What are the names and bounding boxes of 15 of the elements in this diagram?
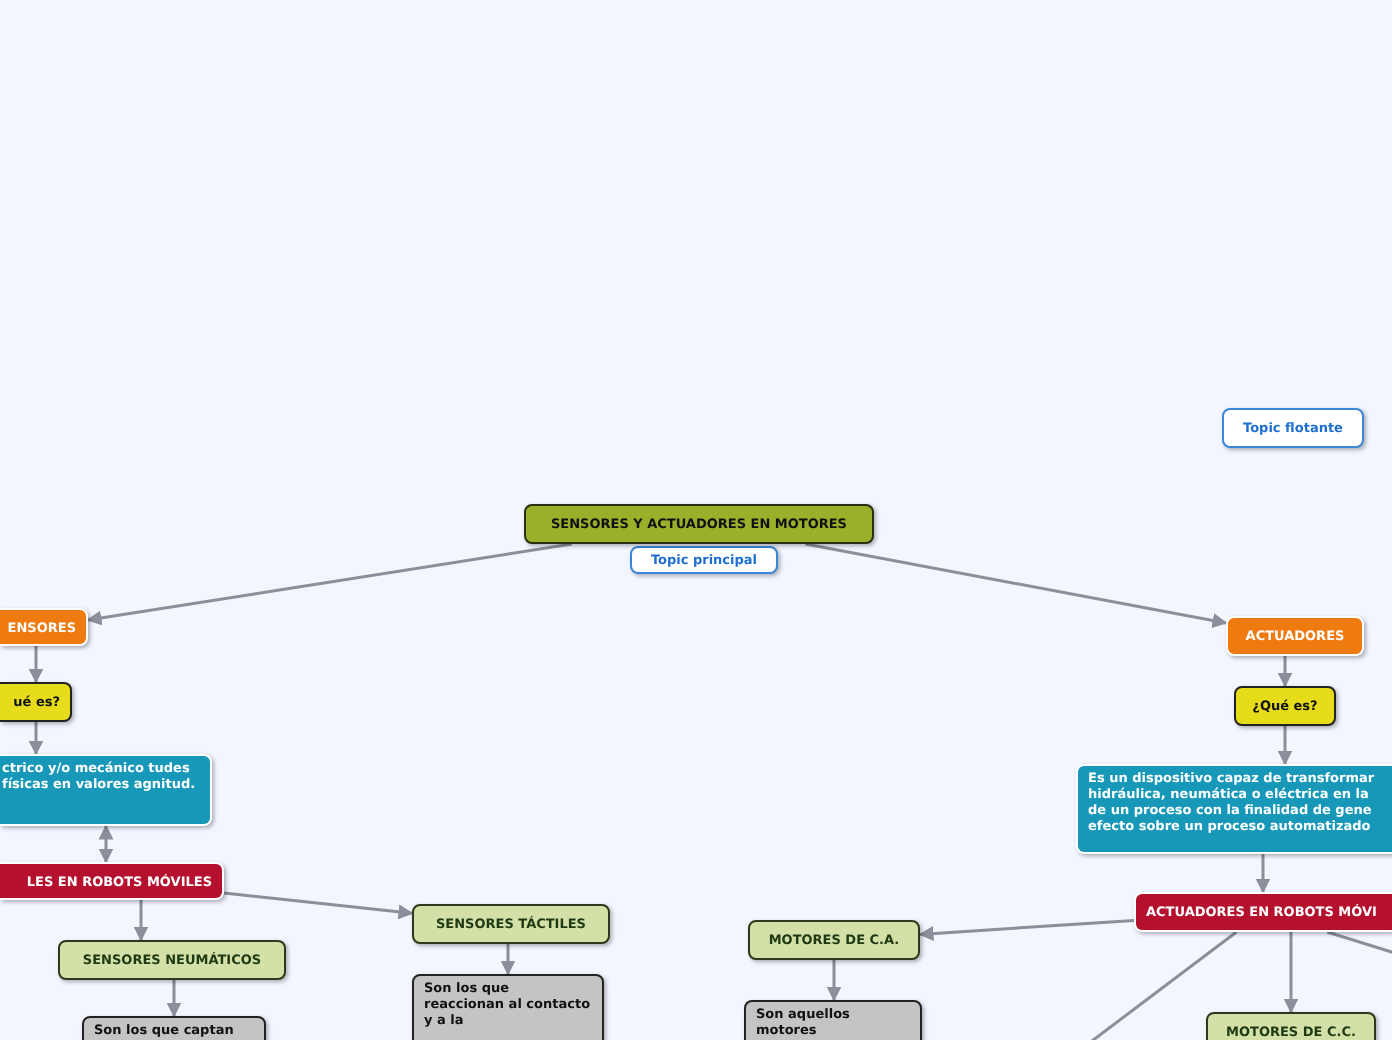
- arrow: [918, 918, 1135, 941]
- arrow: [805, 542, 1228, 628]
- arrow: [1255, 854, 1271, 894]
- arrow: [500, 944, 516, 976]
- arrow: [98, 824, 114, 864]
- arrow: [1277, 726, 1293, 766]
- arrow: [166, 980, 182, 1018]
- arrow: [826, 960, 842, 1002]
- arrow: [1283, 932, 1299, 1014]
- arrow: [28, 646, 44, 684]
- arrow: [1277, 656, 1293, 688]
- arrow: [133, 900, 149, 942]
- arrow: [28, 722, 44, 756]
- arrow: [223, 891, 414, 920]
- arrow: [86, 542, 573, 626]
